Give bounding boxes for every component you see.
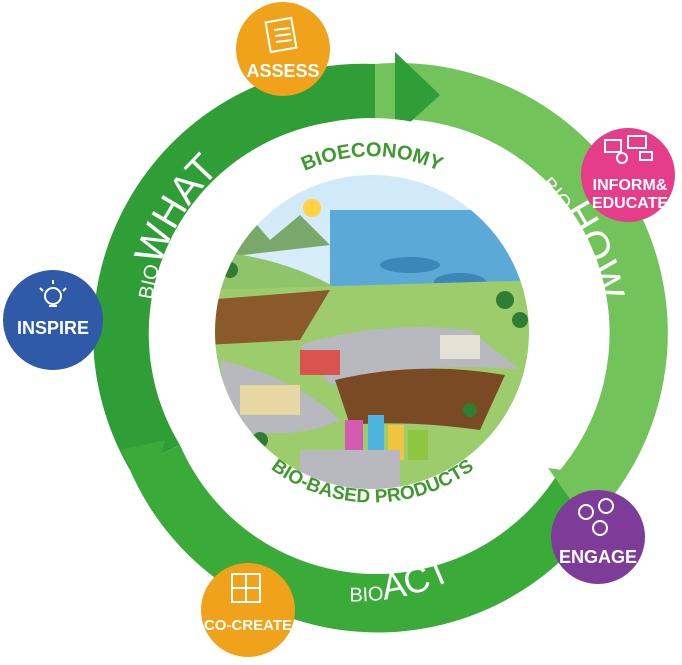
node-co-create-circle [201, 563, 295, 657]
center-illustration-border [213, 173, 531, 491]
node-co-create: CO-CREATE [201, 563, 295, 657]
ring-arrow-1 [395, 52, 440, 136]
node-co-create-label: CO-CREATE [204, 617, 292, 634]
people-icon [578, 498, 614, 536]
node-inspire-label: INSPIRE [17, 318, 89, 338]
bioact-prefix: BIO [349, 583, 384, 607]
lightbulb-icon [39, 280, 67, 307]
ring-segment-biowhat [93, 63, 376, 470]
node-assess-label: ASSESS [246, 61, 319, 81]
node-inform-educate: INFORM& EDUCATE [581, 128, 675, 222]
node-educate-label: EDUCATE [592, 195, 668, 212]
document-icon [264, 16, 298, 54]
node-engage-circle [551, 490, 645, 584]
puzzle-icon [231, 573, 261, 603]
node-inspire: INSPIRE [3, 270, 103, 370]
node-engage-label: ENGAGE [559, 547, 637, 567]
node-engage: ENGAGE [551, 490, 645, 584]
sun-icon [303, 199, 321, 217]
node-assess: ASSESS [236, 2, 330, 96]
media-icon [604, 135, 653, 164]
node-inspire-circle [3, 270, 103, 370]
ring-arrow-3 [120, 440, 165, 500]
node-inform-label: INFORM& [593, 177, 668, 194]
